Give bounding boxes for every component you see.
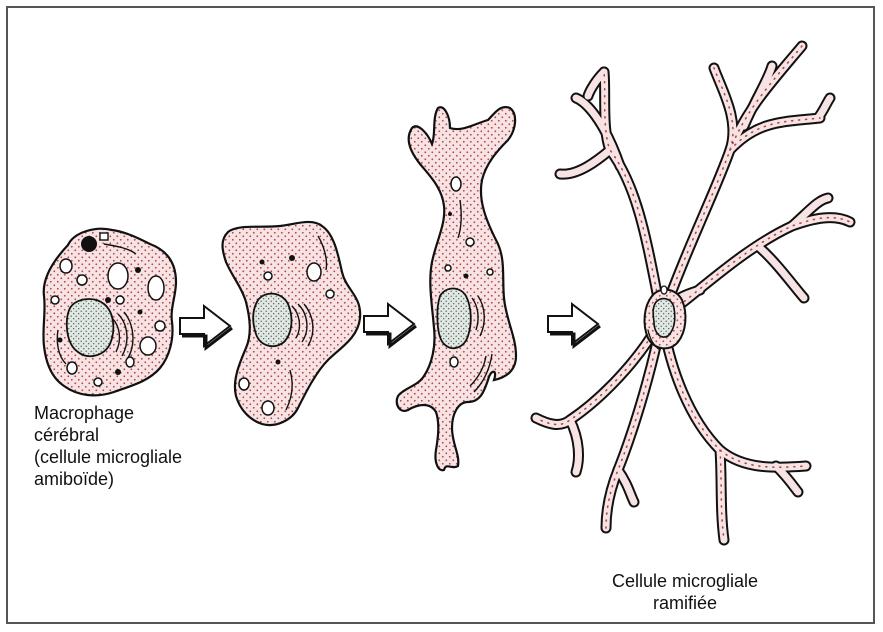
ramified-label-line: Cellule microgliale — [560, 570, 810, 592]
amoeboid-label-line: cérébral — [34, 424, 254, 446]
amoeboid-label: Macrophage cérébral (cellule microgliale… — [34, 402, 254, 490]
nucleus — [67, 299, 114, 356]
amoeboid-label-line: (cellule microgliale — [34, 446, 254, 468]
amoeboid-label-line: amiboïde) — [34, 468, 254, 490]
ramified-label: Cellule microgliale ramifiée — [560, 570, 810, 614]
nucleus — [653, 299, 675, 337]
amoeboid-cell — [43, 229, 176, 396]
small-vesicle — [100, 233, 108, 240]
ramified-cell — [536, 46, 850, 540]
arrow-icon — [364, 304, 416, 346]
amoeboid-label-line: Macrophage — [34, 402, 254, 424]
transition-cell-1 — [223, 222, 361, 425]
transition-cell-2 — [397, 107, 516, 470]
dark-granule — [81, 236, 97, 252]
vacuole — [661, 286, 667, 294]
ramified-label-line: ramifiée — [560, 592, 810, 614]
nucleus — [253, 294, 291, 347]
arrow-icon — [548, 304, 600, 346]
nucleus — [437, 289, 470, 349]
arrow-icon — [180, 306, 232, 348]
